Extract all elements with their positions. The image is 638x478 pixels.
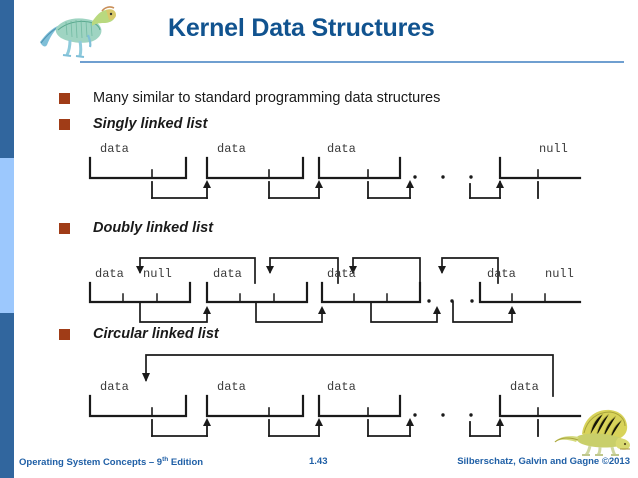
bullet-item-3: Circular linked list xyxy=(59,326,219,342)
page-title: Kernel Data Structures xyxy=(168,14,435,42)
svg-text:data: data xyxy=(327,267,356,281)
svg-text:data: data xyxy=(327,380,356,394)
sidebar-bar-middle xyxy=(0,158,14,313)
bullet-label: Doubly linked list xyxy=(93,220,214,236)
bullet-item-0: Many similar to standard programming dat… xyxy=(59,90,440,106)
svg-text:data: data xyxy=(100,380,129,394)
footer-page-number: 1.43 xyxy=(309,456,328,467)
sidebar-bar-top xyxy=(0,0,14,158)
header-divider xyxy=(80,61,624,63)
svg-text:data: data xyxy=(213,267,242,281)
slide-footer: Operating System Concepts – 9th Edition … xyxy=(14,452,638,478)
bullet-square-icon xyxy=(59,222,70,234)
slide-header: Kernel Data Structures xyxy=(14,0,638,68)
bullet-square-icon xyxy=(59,118,70,130)
footer-edition-text: Operating System Concepts – 9th Edition xyxy=(19,456,203,468)
bullet-square-icon xyxy=(59,92,70,104)
svg-text:null: null xyxy=(539,142,568,156)
bullet-label: Singly linked list xyxy=(93,116,208,132)
svg-text:data: data xyxy=(217,380,246,394)
bullet-label: Circular linked list xyxy=(93,326,219,342)
svg-text:data: data xyxy=(510,380,539,394)
svg-text:null: null xyxy=(143,267,172,281)
svg-text:data: data xyxy=(217,142,246,156)
bullet-item-1: Singly linked list xyxy=(59,116,207,132)
svg-text:null: null xyxy=(545,267,574,281)
dinosaur-icon xyxy=(40,6,116,58)
footer-edition-sup: th xyxy=(162,456,169,463)
footer-edition-tail: Edition xyxy=(168,457,204,469)
svg-text:data: data xyxy=(95,267,124,281)
bullet-item-2: Doubly linked list xyxy=(59,220,213,236)
dimetrodon-icon xyxy=(554,409,630,456)
sidebar-bar-bottom xyxy=(0,313,14,478)
bullet-label: Many similar to standard programming dat… xyxy=(93,90,441,106)
bullet-square-icon xyxy=(59,328,70,340)
svg-text:data: data xyxy=(100,142,129,156)
footer-copyright: Silberschatz, Galvin and Gagne ©2013 xyxy=(457,456,630,467)
footer-edition-main: Operating System Concepts – 9 xyxy=(19,457,163,469)
svg-text:data: data xyxy=(487,267,516,281)
svg-text:data: data xyxy=(327,142,356,156)
